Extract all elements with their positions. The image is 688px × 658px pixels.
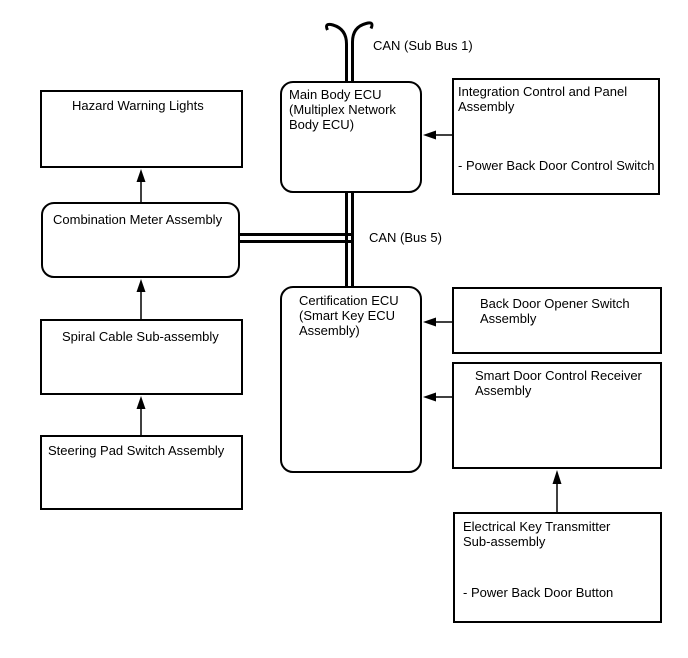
node-detail: - Power Back Door Control Switch xyxy=(458,158,655,173)
can-sub-bus-1-label: CAN (Sub Bus 1) xyxy=(373,38,473,53)
node-title: Back Door Opener Switch Assembly xyxy=(480,296,630,326)
node-main-body-ecu: Main Body ECU (Multiplex Network Body EC… xyxy=(280,81,422,193)
node-title: Steering Pad Switch Assembly xyxy=(48,443,225,458)
node-back-door-opener-switch-assembly: Back Door Opener Switch Assembly xyxy=(452,287,662,354)
can-bus-5-vertical-wire xyxy=(345,192,354,287)
node-title: Main Body ECU (Multiplex Network Body EC… xyxy=(289,87,396,132)
can-bus-5-label: CAN (Bus 5) xyxy=(369,230,442,245)
node-title: Integration Control and Panel Assembly xyxy=(458,84,628,114)
node-title: Combination Meter Assembly xyxy=(53,212,223,227)
arrow-combination-to-hazard xyxy=(136,169,146,202)
node-certification-ecu: Certification ECU (Smart Key ECU Assembl… xyxy=(280,286,422,473)
node-title: Spiral Cable Sub-assembly xyxy=(62,329,219,344)
node-steering-pad-switch-assembly: Steering Pad Switch Assembly xyxy=(40,435,243,510)
arrow-electrical-to-smartdoor xyxy=(552,470,562,512)
node-smart-door-control-receiver-assembly: Smart Door Control Receiver Assembly xyxy=(452,362,662,469)
can-sub-bus-1-wire xyxy=(325,21,374,82)
node-detail: - Power Back Door Button xyxy=(463,585,614,600)
arrow-smartdoor-to-cert xyxy=(423,392,452,402)
node-integration-control-panel-assembly: Integration Control and Panel Assembly -… xyxy=(452,78,660,195)
node-title: Hazard Warning Lights xyxy=(72,98,204,113)
node-electrical-key-transmitter-sub-assembly: Electrical Key Transmitter Sub-assembly … xyxy=(453,512,662,623)
can-bus-5-horizontal-wire xyxy=(239,233,354,243)
node-title: Electrical Key Transmitter Sub-assembly xyxy=(463,519,611,549)
arrow-backdoor-to-cert xyxy=(423,317,452,327)
node-title: Certification ECU (Smart Key ECU Assembl… xyxy=(299,293,399,338)
node-combination-meter-assembly: Combination Meter Assembly xyxy=(41,202,240,278)
arrow-spiral-to-combination xyxy=(136,279,146,319)
node-title: Smart Door Control Receiver Assembly xyxy=(475,368,642,398)
node-spiral-cable-sub-assembly: Spiral Cable Sub-assembly xyxy=(40,319,243,395)
node-hazard-warning-lights: Hazard Warning Lights xyxy=(40,90,243,168)
arrow-integration-to-mainbody xyxy=(423,130,452,140)
arrow-steering-to-spiral xyxy=(136,396,146,435)
